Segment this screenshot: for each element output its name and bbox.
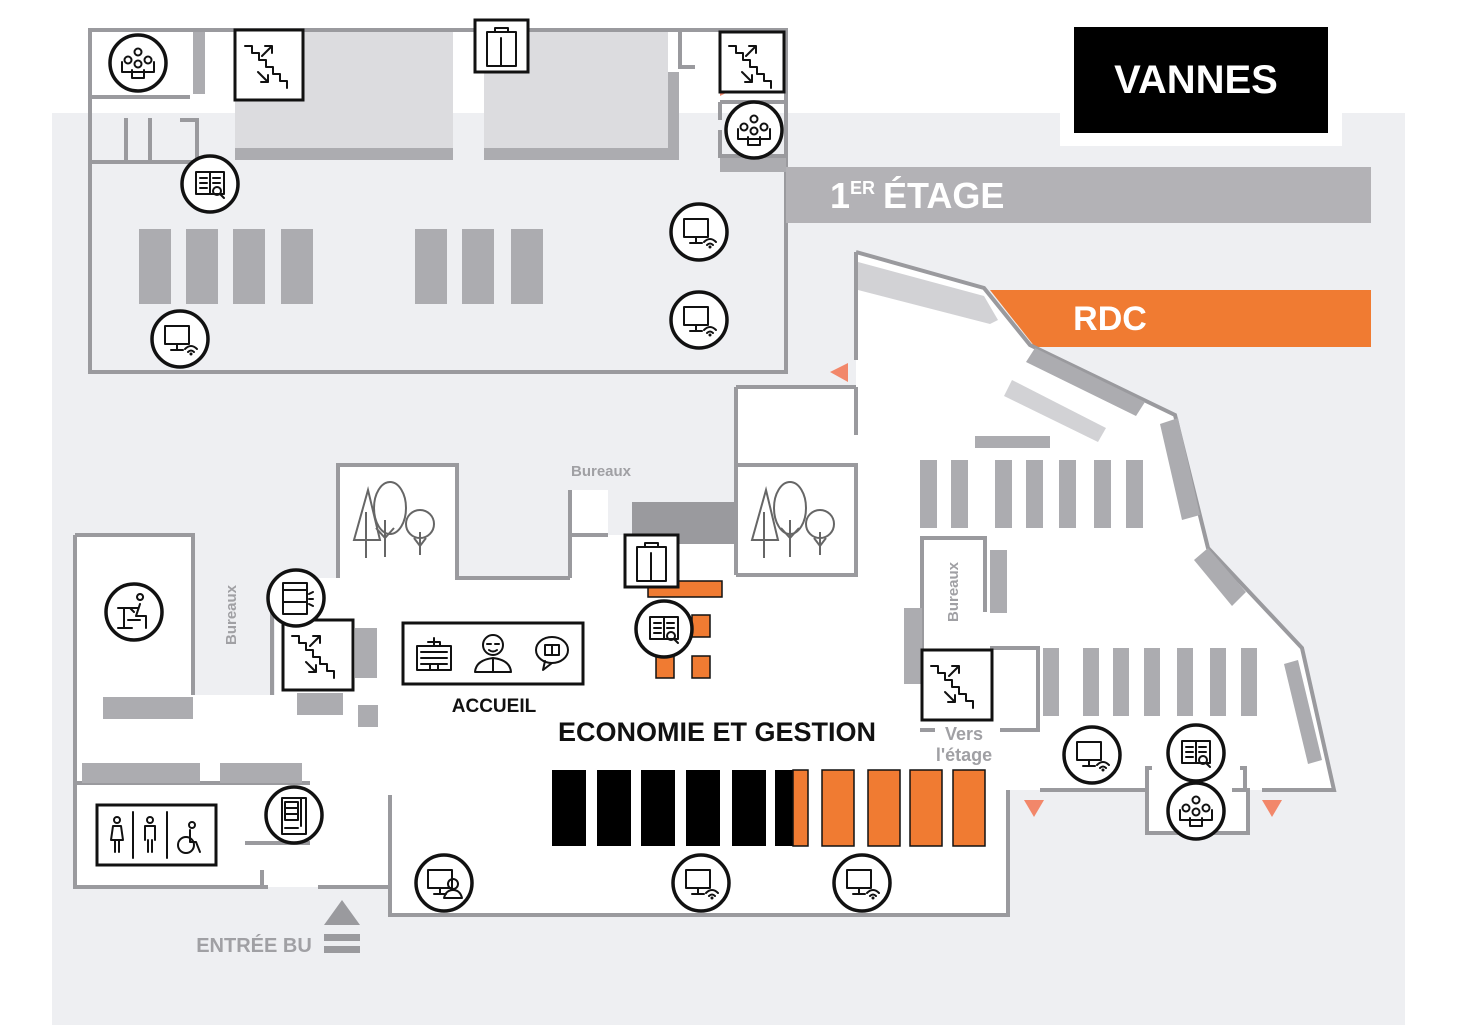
ground-floor-label: RDC [1073,300,1147,338]
section-label: ECONOMIE ET GESTION [558,717,876,747]
ground-floor [73,78,1337,953]
bureaux-label: Bureaux [945,561,962,622]
computer-assist-icon[interactable] [414,853,474,913]
elevator-icon[interactable] [473,18,530,74]
stairs-icon[interactable] [920,648,994,722]
catalog-search-icon[interactable] [634,599,694,659]
garden-icon [750,481,835,558]
section-shelves [552,769,986,847]
map-title: VANNES [1114,58,1278,102]
vers-etage-label: Vers [945,724,983,744]
ground-floor-band [990,290,1371,347]
computer-wifi-icon[interactable] [832,853,892,913]
bureaux-label: Bureaux [223,584,240,645]
study-desk-icon[interactable] [104,582,164,642]
computer-wifi-icon[interactable] [669,202,729,262]
bureaux-label: Bureaux [571,463,632,480]
exit-arrow [1262,800,1282,817]
copier-icon[interactable] [266,568,326,628]
group-work-icon[interactable] [108,33,168,93]
group-work-icon[interactable] [1166,781,1226,841]
library-building-icon [416,637,452,671]
librarian-icon [474,634,512,673]
exit-arrow [1024,800,1044,817]
garden-icon [352,481,435,558]
accueil-desk[interactable] [401,621,585,686]
vending-machine-icon[interactable] [264,785,324,845]
accueil-label: ACCUEIL [452,696,537,717]
group-work-icon[interactable] [724,100,784,160]
title-box [1074,27,1328,133]
computer-wifi-icon[interactable] [671,853,731,913]
direction-arrow [830,363,848,382]
entrance-label: ENTRÉE BU [196,934,312,957]
vers-etage-label: l'étage [936,745,992,765]
computer-wifi-icon[interactable] [150,309,210,369]
stairs-icon[interactable] [718,30,786,94]
elevator-icon[interactable] [623,533,680,589]
stairs-icon[interactable] [233,28,305,102]
stairs-icon[interactable] [281,618,355,692]
computer-wifi-icon[interactable] [1062,725,1122,785]
info-book-bubble-icon [535,636,569,671]
catalog-search-icon[interactable] [180,154,240,214]
upper-floor-band [786,167,1371,223]
computer-wifi-icon[interactable] [669,290,729,350]
entrance-arrow [324,900,360,953]
catalog-search-icon[interactable] [1166,723,1226,783]
toilets-icon[interactable] [95,803,218,867]
upper-floor [88,28,788,374]
